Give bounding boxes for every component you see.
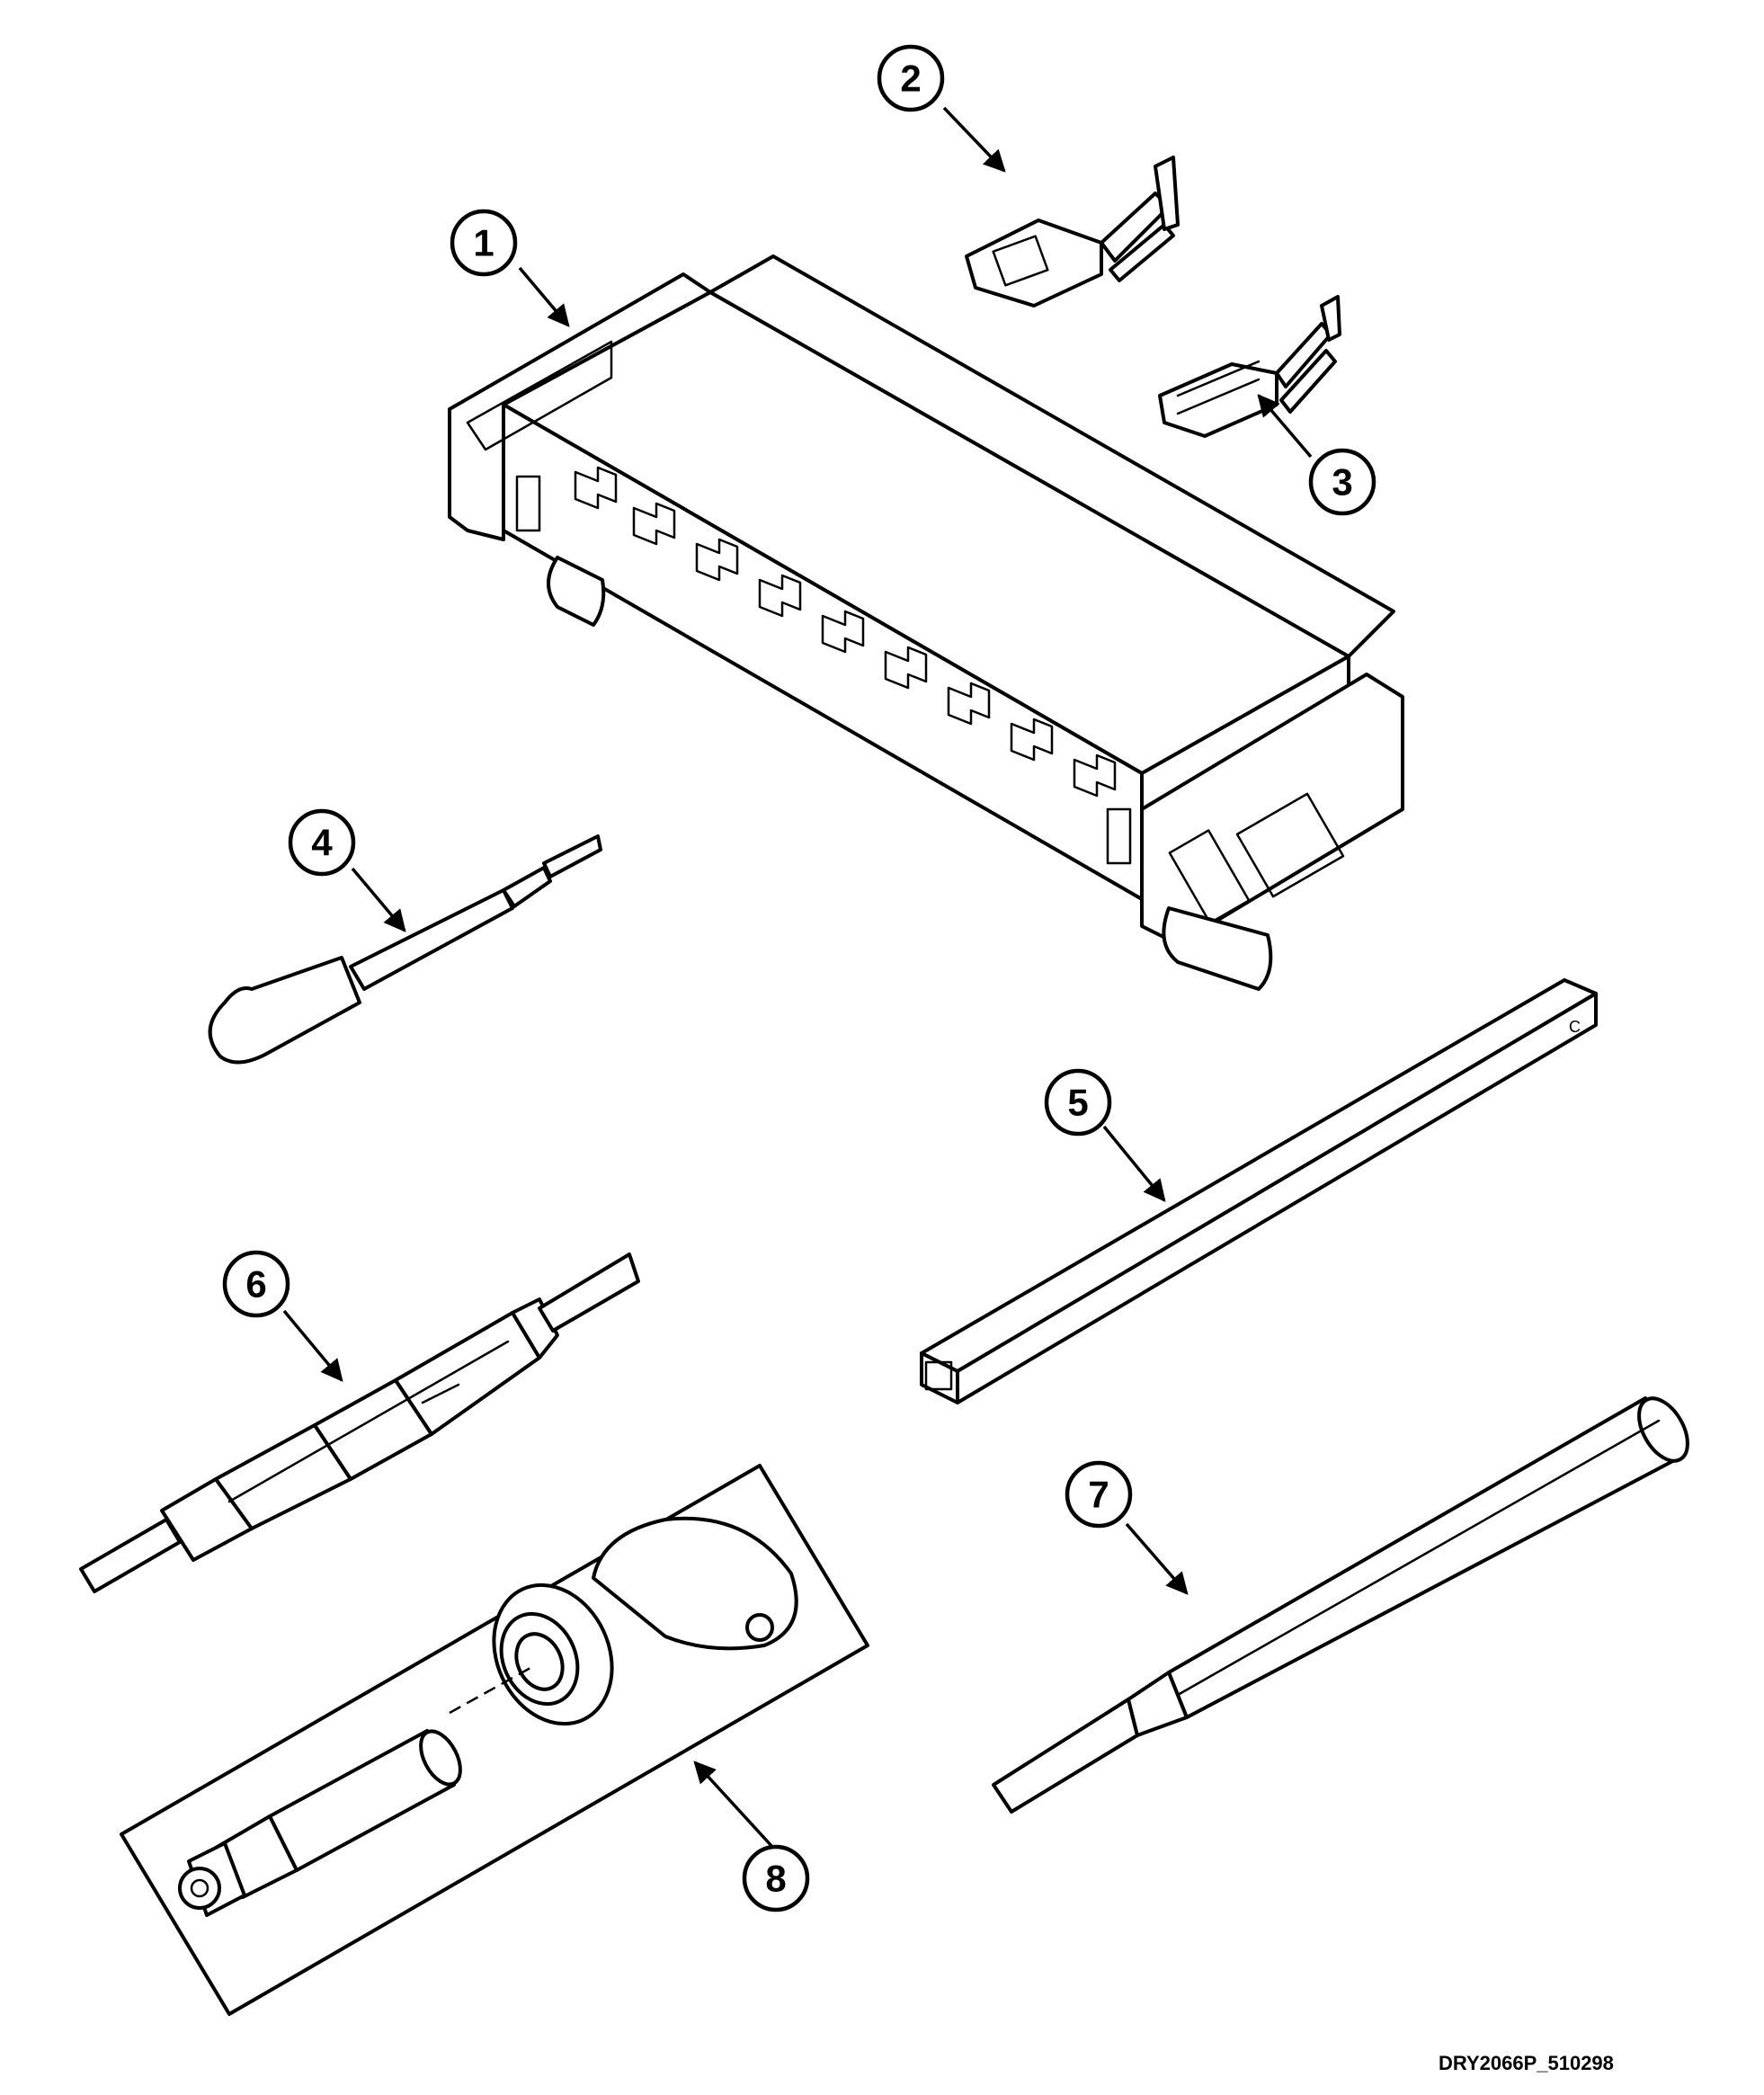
callout-7: 7 — [1065, 1460, 1133, 1529]
terminal-contact-small — [1158, 295, 1341, 438]
callout-7-label: 7 — [1088, 1474, 1109, 1516]
hex-key — [992, 1396, 1689, 1814]
callout-4-label: 4 — [311, 822, 333, 864]
connector-housing — [448, 254, 1404, 991]
callout-1: 1 — [450, 209, 518, 277]
callout-6: 6 — [222, 1250, 290, 1318]
callout-8: 8 — [742, 1844, 810, 1912]
callout-5-label: 5 — [1067, 1082, 1088, 1124]
callout-6-label: 6 — [245, 1263, 266, 1306]
pin-extraction-tool — [208, 834, 602, 1065]
callout-2-label: 2 — [900, 58, 921, 100]
callout-8-label: 8 — [765, 1858, 786, 1900]
callout-2: 2 — [877, 44, 945, 112]
callout-5: 5 — [1044, 1068, 1112, 1137]
callout-1-label: 1 — [473, 222, 494, 264]
square-rod: C — [920, 978, 1598, 1404]
socket-bit-kit — [120, 1464, 869, 2016]
callout-3-label: 3 — [1332, 461, 1352, 504]
callout-3: 3 — [1308, 448, 1376, 516]
hex-pin-tool — [79, 1253, 640, 1593]
terminal-contact-large — [965, 156, 1180, 308]
figure-identifier: DRY2066P_510298 — [1439, 2052, 1614, 2074]
callout-4: 4 — [288, 808, 356, 877]
svg-text:C: C — [1569, 1018, 1581, 1036]
pin-cavities — [515, 466, 1132, 865]
